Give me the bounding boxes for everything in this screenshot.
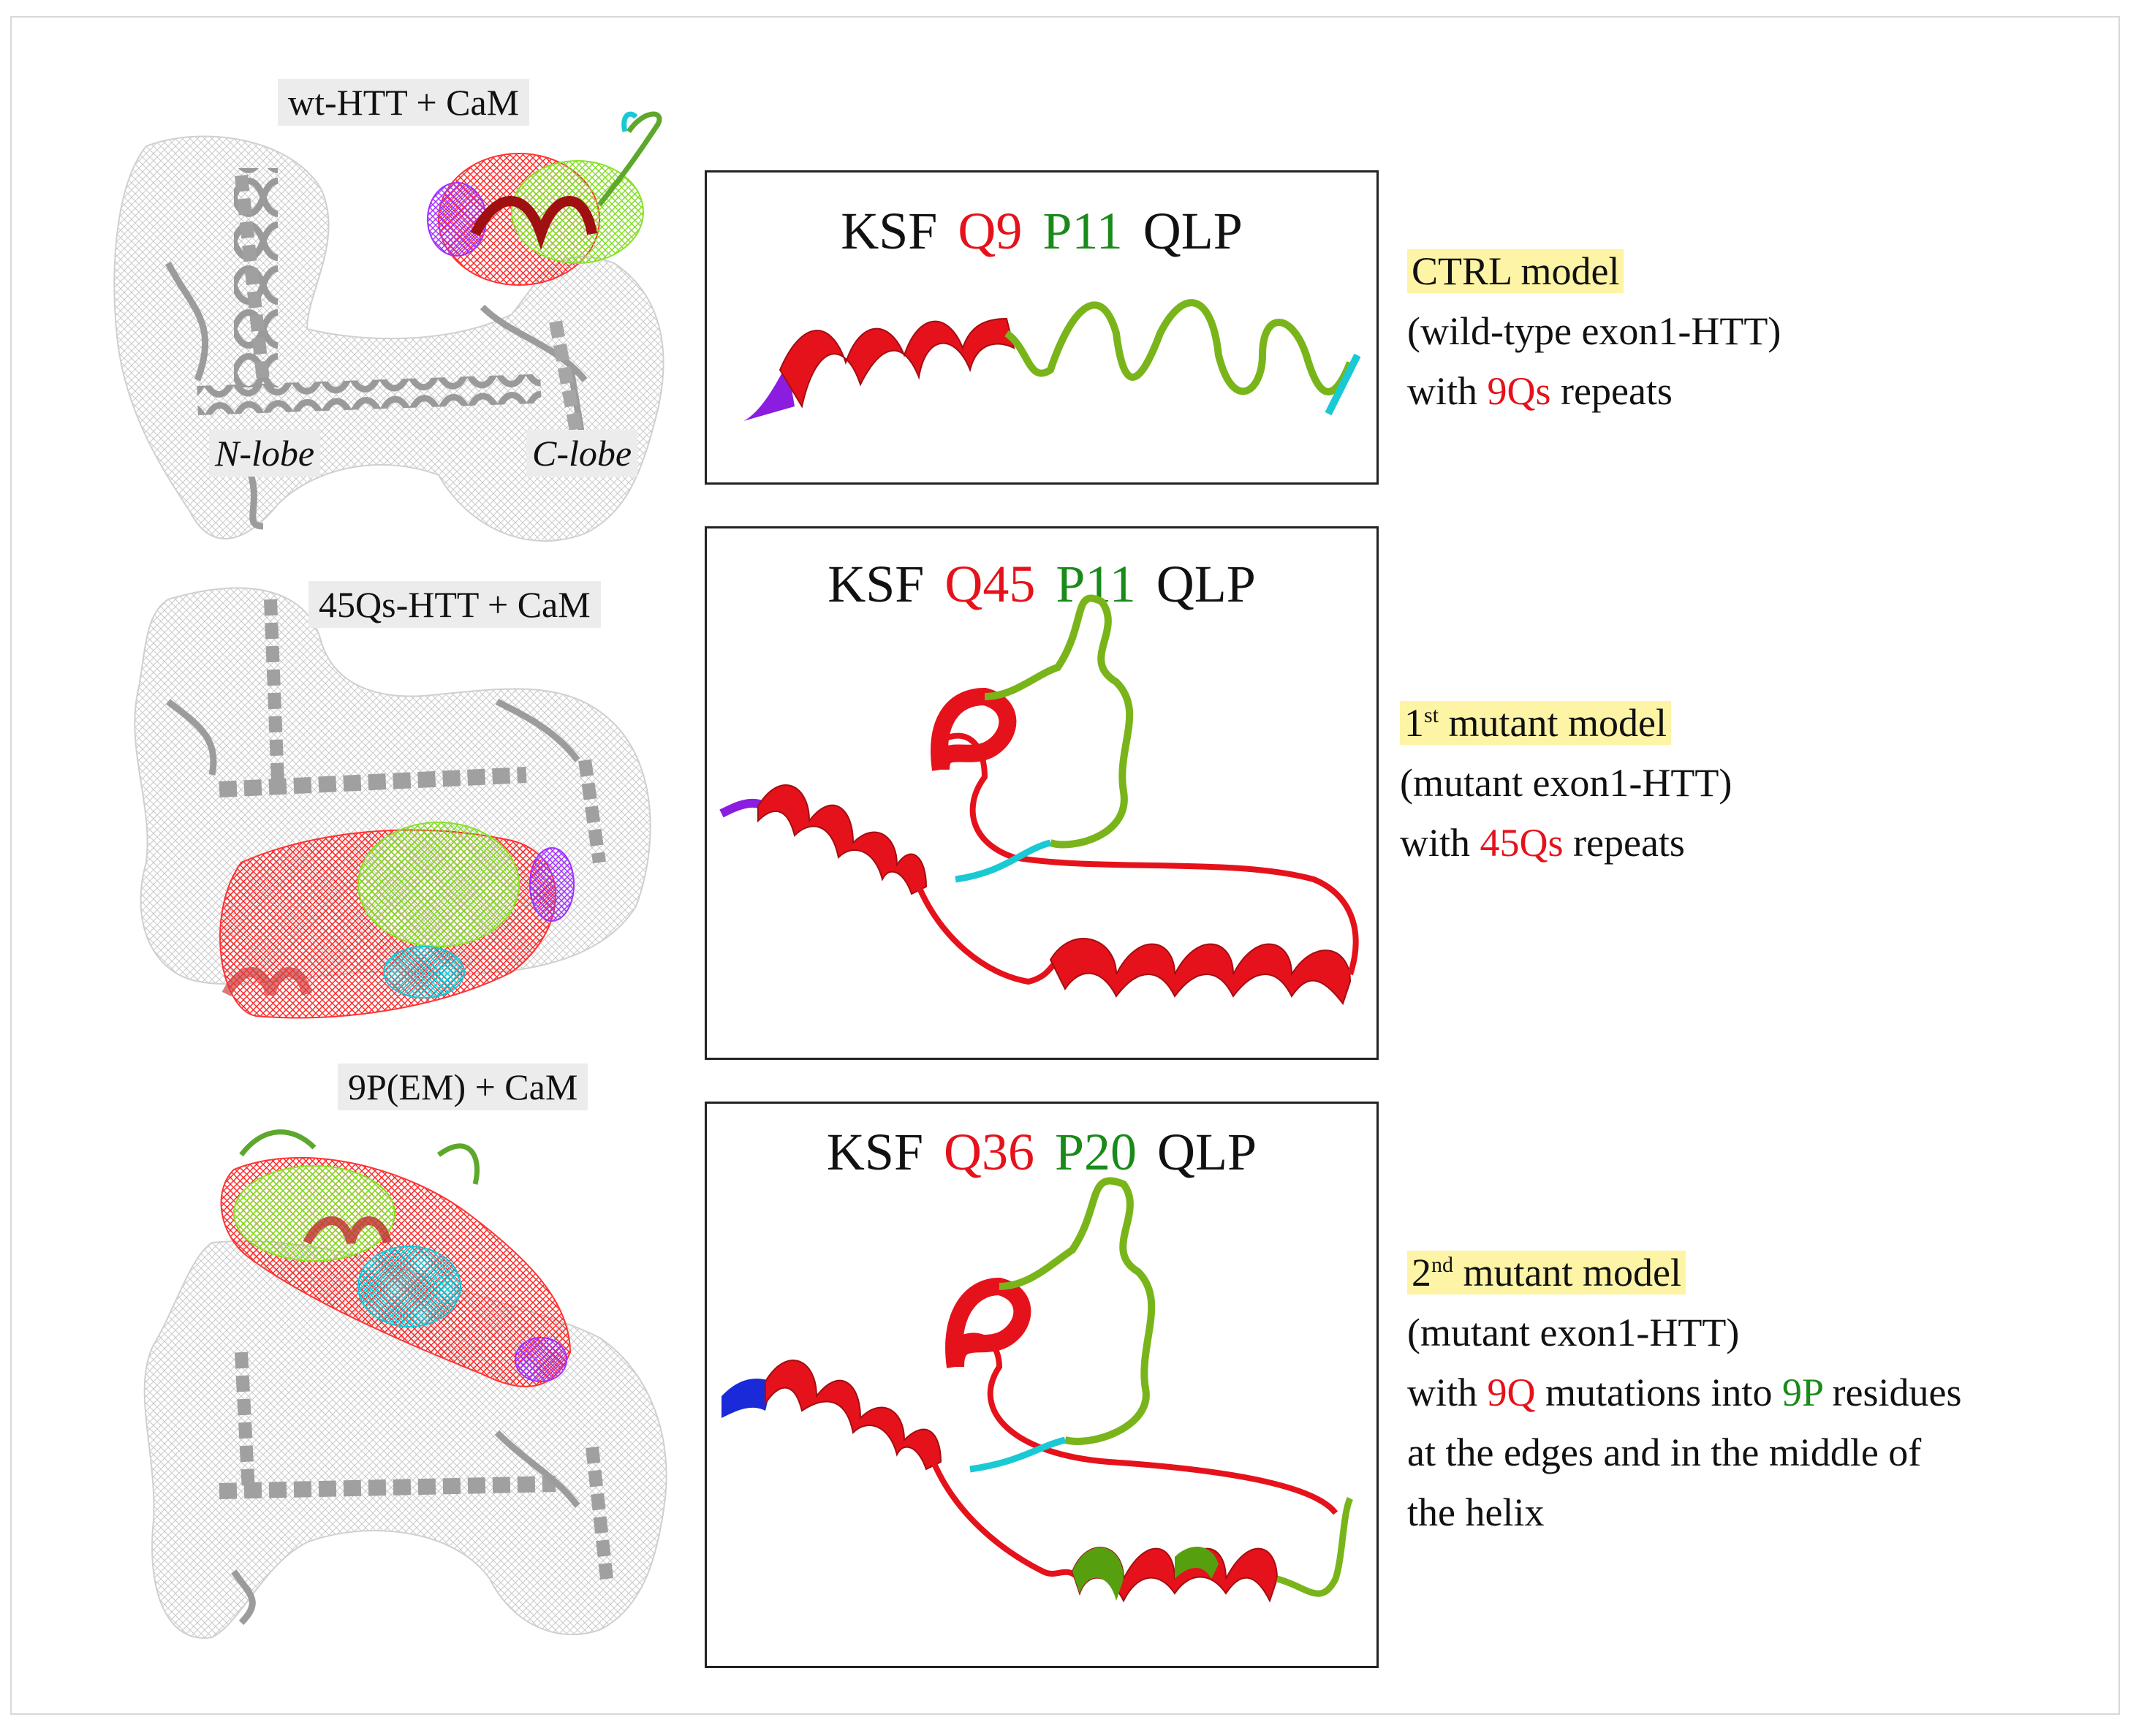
ribbon-1st-mutant — [719, 594, 1359, 1006]
model-line3: with 9Q mutations into 9P residues — [1407, 1362, 1962, 1422]
title-num: 1 — [1404, 701, 1424, 745]
title-num: 2 — [1412, 1251, 1431, 1295]
title-rest: mutant model — [1448, 701, 1667, 745]
seq-tail: QLP — [1156, 555, 1256, 613]
sequence-label: KSF Q45 P11 QLP — [707, 555, 1376, 613]
n-lobe-label: N-lobe — [209, 430, 321, 477]
line3-red: 9Q — [1487, 1371, 1536, 1414]
seq-k: KSF — [826, 1123, 923, 1181]
model-line4: at the edges and in the middle of — [1407, 1430, 1922, 1474]
panel-2nd-mutant: KSF Q36 P20 QLP — [705, 1102, 1379, 1668]
seq-p: P11 — [1056, 555, 1136, 613]
seq-p: P20 — [1055, 1123, 1137, 1181]
complex-9p-em-cam — [143, 1129, 667, 1639]
complex-label-wt: wt-HTT + CaM — [278, 79, 530, 126]
complex-45qs-htt-cam — [134, 587, 651, 1019]
complex-label-45qs: 45Qs-HTT + CaM — [308, 581, 601, 628]
model-line2: (mutant exon1-HTT) — [1407, 1311, 1740, 1354]
model-title: CTRL model — [1407, 249, 1624, 293]
model-title: 1st mutant model — [1400, 701, 1671, 745]
model-line5: the helix — [1407, 1490, 1545, 1534]
model-desc-1st-mutant: 1st mutant model (mutant exon1-HTT) with… — [1400, 693, 1732, 873]
title-sup: nd — [1431, 1253, 1453, 1277]
seq-k: KSF — [841, 202, 938, 260]
model-line2: (wild-type exon1-HTT) — [1407, 309, 1781, 353]
line3-post: residues — [1832, 1371, 1962, 1414]
model-title: 2nd mutant model — [1407, 1251, 1686, 1295]
seq-q: Q36 — [944, 1123, 1034, 1181]
ribbon-ctrl — [743, 299, 1361, 421]
seq-q: Q9 — [958, 202, 1023, 260]
panel-1st-mutant: KSF Q45 P11 QLP — [705, 526, 1379, 1060]
seq-q: Q45 — [944, 555, 1036, 613]
line3-pre: with — [1407, 1371, 1478, 1414]
line3-pre: with — [1407, 369, 1478, 413]
complex-wt-htt-cam — [113, 111, 664, 542]
line3-green: 9P — [1782, 1371, 1823, 1414]
title-sup: st — [1424, 703, 1439, 727]
seq-p: P11 — [1042, 202, 1123, 260]
title-rest: mutant model — [1463, 1251, 1681, 1295]
line3-red: 9Qs — [1487, 369, 1551, 413]
line3-post: repeats — [1561, 369, 1673, 413]
complex-label-9p: 9P(EM) + CaM — [338, 1064, 588, 1110]
line3-post: repeats — [1573, 821, 1685, 865]
model-desc-ctrl: CTRL model (wild-type exon1-HTT) with 9Q… — [1407, 241, 1781, 421]
sequence-label: KSF Q36 P20 QLP — [707, 1123, 1376, 1181]
line3-pre: with — [1400, 821, 1471, 865]
model-line3: with 45Qs repeats — [1400, 813, 1732, 873]
seq-tail: QLP — [1157, 1123, 1257, 1181]
c-lobe-label: C-lobe — [526, 430, 638, 477]
ribbon-2nd-mutant — [722, 1177, 1354, 1603]
model-desc-2nd-mutant: 2nd mutant model (mutant exon1-HTT) with… — [1407, 1243, 1962, 1542]
figure-frame — [10, 16, 2120, 1715]
line3-mid: mutations into — [1545, 1371, 1773, 1414]
seq-k: KSF — [827, 555, 925, 613]
line3-red: 45Qs — [1480, 821, 1564, 865]
seq-tail: QLP — [1143, 202, 1243, 260]
model-line3: with 9Qs repeats — [1407, 361, 1781, 421]
model-line2: (mutant exon1-HTT) — [1400, 761, 1732, 805]
sequence-label: KSF Q9 P11 QLP — [707, 202, 1376, 260]
panel-ctrl: KSF Q9 P11 QLP — [705, 170, 1379, 485]
